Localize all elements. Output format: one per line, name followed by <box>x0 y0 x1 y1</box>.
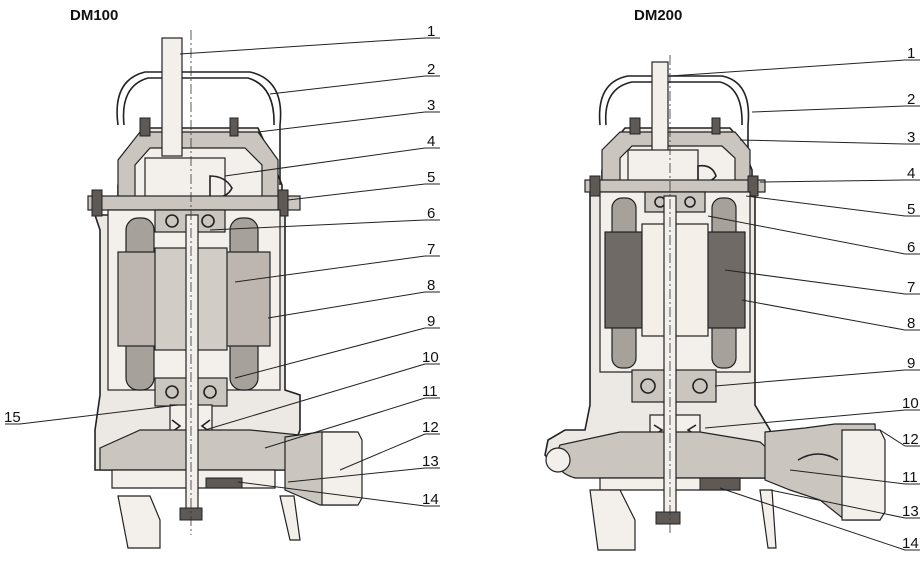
dm200-callout-10: 10 <box>902 395 919 412</box>
dm200-callout-1: 1 <box>907 45 915 62</box>
dm100-handle <box>116 71 282 185</box>
dm100-pump-drawing <box>87 30 363 549</box>
dm200-callout-4: 4 <box>907 165 915 182</box>
dm100-callout-4: 4 <box>427 133 435 150</box>
dm200-callout-2: 2 <box>907 91 915 108</box>
dm100-callout-5: 5 <box>427 169 435 186</box>
dm200-diagram: DM200 <box>544 7 920 552</box>
dm200-callout-14: 14 <box>902 535 919 552</box>
dm200-callout-9: 9 <box>907 355 915 372</box>
dm100-callout-9: 9 <box>427 313 435 330</box>
dm200-callout-11: 11 <box>902 469 918 486</box>
dm100-callout-11: 11 <box>422 383 438 400</box>
dm200-power-cable <box>651 61 669 153</box>
dm100-shaft <box>185 214 199 516</box>
dm100-callout-15: 15 <box>4 409 21 426</box>
dm100-leader-lines <box>5 37 440 507</box>
dm100-callout-8: 8 <box>427 277 435 294</box>
dm200-callouts: 1 2 3 4 5 6 7 8 9 10 12 11 13 14 <box>902 45 919 552</box>
dm100-callouts: 1 2 3 4 5 6 7 8 9 10 11 12 13 14 15 <box>4 23 439 508</box>
dm200-callout-12: 12 <box>902 431 919 448</box>
dm100-callout-14: 14 <box>422 491 439 508</box>
dm100-diagram: DM100 <box>4 7 440 549</box>
dm100-callout-1: 1 <box>427 23 435 40</box>
dm100-callout-7: 7 <box>427 241 435 258</box>
dm100-callout-6: 6 <box>427 205 435 222</box>
dm200-callout-3: 3 <box>907 129 915 146</box>
dm100-title: DM100 <box>70 7 118 24</box>
dm200-callout-6: 6 <box>907 239 915 256</box>
dm200-callout-8: 8 <box>907 315 915 332</box>
dm100-callout-2: 2 <box>427 61 435 78</box>
dm100-callout-13: 13 <box>422 453 439 470</box>
dm100-power-cable <box>161 37 183 157</box>
dm200-callout-5: 5 <box>907 201 915 218</box>
dm200-callout-13: 13 <box>902 503 919 520</box>
dm200-title: DM200 <box>634 7 682 24</box>
dm200-pump-drawing <box>544 55 886 551</box>
dm200-callout-7: 7 <box>907 279 915 296</box>
dm200-leader-lines <box>669 59 920 551</box>
dm100-callout-12: 12 <box>422 419 439 436</box>
dm100-callout-10: 10 <box>422 349 439 366</box>
dm100-callout-3: 3 <box>427 97 435 114</box>
